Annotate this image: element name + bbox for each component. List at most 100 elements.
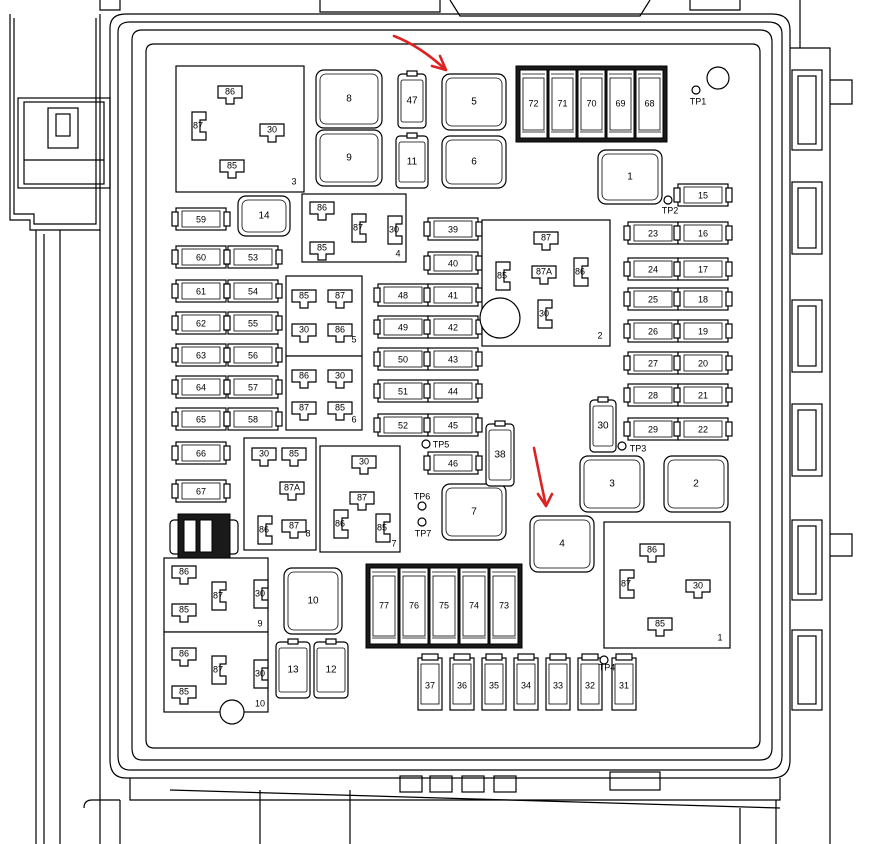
fuse-42[interactable]: 42 <box>423 315 483 339</box>
micro-relay-10[interactable]: 10 <box>283 567 343 635</box>
fuse-46[interactable]: 46 <box>423 451 483 475</box>
micro-relay-inner <box>287 571 339 631</box>
fuse-19[interactable]: 19 <box>673 319 733 343</box>
mini-relay-47[interactable]: 47 <box>397 70 427 129</box>
test-point-tp3[interactable]: TP3 <box>617 441 646 453</box>
micro-relay-2[interactable]: 2 <box>663 455 729 513</box>
fuse-27[interactable]: 27 <box>623 351 683 375</box>
fuse-72[interactable]: 72 <box>519 69 548 139</box>
test-point-tp7[interactable]: TP7 <box>415 517 432 538</box>
test-point-tp6[interactable]: TP6 <box>414 491 431 511</box>
micro-relay-6[interactable]: 6 <box>441 135 507 189</box>
fuse-48[interactable]: 48 <box>373 283 433 307</box>
mini-relay-38[interactable]: 38 <box>485 420 515 487</box>
fuse-44[interactable]: 44 <box>423 379 483 403</box>
test-point-tp4[interactable]: TP4 <box>599 655 616 672</box>
fuse-25[interactable]: 25 <box>623 287 683 311</box>
mini-relay-30[interactable]: 30 <box>589 396 617 453</box>
fuse-52[interactable]: 52 <box>373 413 433 437</box>
fuse-54[interactable]: 54 <box>223 279 283 303</box>
fuse-32[interactable]: 32 <box>577 653 603 711</box>
fuse-21[interactable]: 21 <box>673 383 733 407</box>
fuse-15[interactable]: 15 <box>673 183 733 207</box>
fuse-66[interactable]: 66 <box>171 441 231 465</box>
fuse-60[interactable]: 60 <box>171 245 231 269</box>
fuse-41[interactable]: 41 <box>423 283 483 307</box>
fuse-33[interactable]: 33 <box>545 653 571 711</box>
fuse-61[interactable]: 61 <box>171 279 231 303</box>
fuse-45[interactable]: 45 <box>423 413 483 437</box>
fuse-37[interactable]: 37 <box>417 653 443 711</box>
fuse-29[interactable]: 29 <box>623 417 683 441</box>
fuse-36[interactable]: 36 <box>449 653 475 711</box>
fuse-77[interactable]: 77 <box>369 567 399 645</box>
fuse-68[interactable]: 68 <box>635 69 664 139</box>
test-point-tp1[interactable]: TP1 <box>690 85 707 106</box>
fuse-59[interactable]: 59 <box>171 207 231 231</box>
micro-relay-7[interactable]: 7 <box>441 483 507 541</box>
fuse-56[interactable]: 56 <box>223 343 283 367</box>
micro-relay-8[interactable]: 8 <box>315 69 383 129</box>
terminal-label: 87 <box>213 590 223 600</box>
fuse-74[interactable]: 74 <box>459 567 489 645</box>
fuse-58[interactable]: 58 <box>223 407 283 431</box>
fuse-62[interactable]: 62 <box>171 311 231 335</box>
fuse-75[interactable]: 75 <box>429 567 459 645</box>
fuse-53[interactable]: 53 <box>223 245 283 269</box>
fuse-39[interactable]: 39 <box>423 217 483 241</box>
fuse-51[interactable]: 51 <box>373 379 433 403</box>
fuse-63[interactable]: 63 <box>171 343 231 367</box>
fuse-34[interactable]: 34 <box>513 653 539 711</box>
fuse-31[interactable]: 31 <box>611 653 637 711</box>
terminal-label: 85 <box>655 618 665 628</box>
fuse-label: 33 <box>553 680 563 690</box>
micro-relay-label: 5 <box>471 97 477 108</box>
mini-relay-inner <box>316 647 346 693</box>
fuse-20[interactable]: 20 <box>673 351 733 375</box>
micro-relay-3[interactable]: 3 <box>579 455 645 513</box>
micro-relay-5[interactable]: 5 <box>441 73 507 131</box>
fuse-76[interactable]: 76 <box>399 567 429 645</box>
fuse-40[interactable]: 40 <box>423 251 483 275</box>
micro-relay-1[interactable]: 1 <box>597 149 663 205</box>
fuse-23[interactable]: 23 <box>623 221 683 245</box>
mini-relay-12[interactable]: 12 <box>313 638 349 699</box>
fuse-55[interactable]: 55 <box>223 311 283 335</box>
fuse-17[interactable]: 17 <box>673 257 733 281</box>
micro-relay-4[interactable]: 4 <box>529 515 595 573</box>
test-point-tp5[interactable]: TP5 <box>421 439 449 449</box>
test-point-tp2[interactable]: TP2 <box>662 195 679 215</box>
fuse-16[interactable]: 16 <box>673 221 733 245</box>
mini-relay-13[interactable]: 13 <box>275 638 311 699</box>
fuse-26[interactable]: 26 <box>623 319 683 343</box>
micro-relay-14[interactable]: 14 <box>237 195 291 237</box>
fuse-18[interactable]: 18 <box>673 287 733 311</box>
fuse-35[interactable]: 35 <box>481 653 507 711</box>
fuse-49[interactable]: 49 <box>373 315 433 339</box>
fuse-67[interactable]: 67 <box>171 479 231 503</box>
fuse-71[interactable]: 71 <box>548 69 577 139</box>
fuse-64[interactable]: 64 <box>171 375 231 399</box>
fuse-69[interactable]: 69 <box>606 69 635 139</box>
fuse-50[interactable]: 50 <box>373 347 433 371</box>
mini-relay-11[interactable]: 11 <box>395 132 429 189</box>
relay-terminal-87: 87 <box>211 655 227 685</box>
fuse-28[interactable]: 28 <box>623 383 683 407</box>
fuse-73[interactable]: 73 <box>489 567 519 645</box>
fuse-22[interactable]: 22 <box>673 417 733 441</box>
micro-relay-9[interactable]: 9 <box>315 129 383 187</box>
fuse-57[interactable]: 57 <box>223 375 283 399</box>
fuse-70[interactable]: 70 <box>577 69 606 139</box>
fuse-65[interactable]: 65 <box>171 407 231 431</box>
fuse-24[interactable]: 24 <box>623 257 683 281</box>
fuse-43[interactable]: 43 <box>423 347 483 371</box>
